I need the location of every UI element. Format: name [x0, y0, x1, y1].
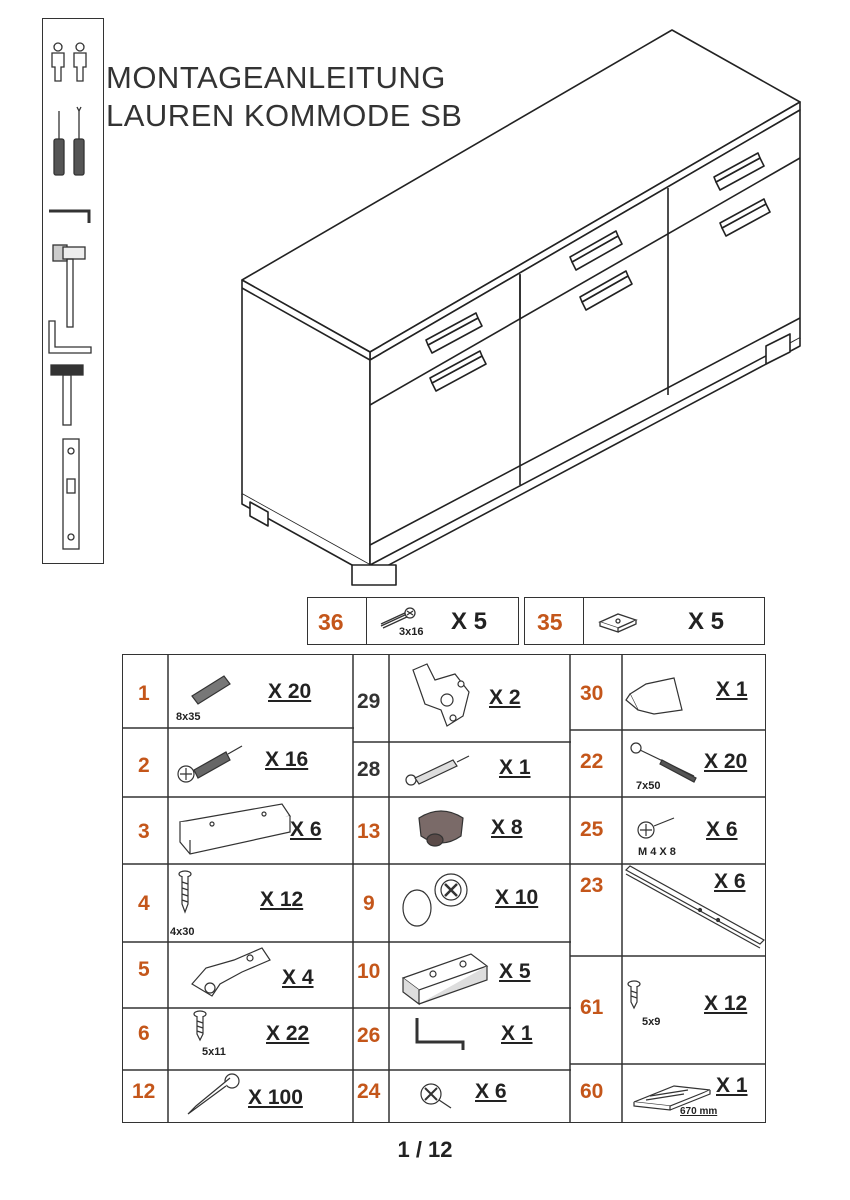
parts-column-2: 29 X 2 28 X 1 13 X 8 9 X 10 10 X 5 26 X … [353, 654, 571, 1123]
plate-icon [598, 613, 638, 633]
part-size: 3x16 [399, 626, 424, 638]
dowel-icon [191, 675, 231, 705]
part-36-number-cell: 36 [307, 597, 367, 645]
part-size: 5x11 [202, 1046, 226, 1058]
part-size: 4x30 [170, 926, 195, 938]
cam-lock-icon [402, 873, 468, 927]
part-number: 3 [138, 820, 150, 843]
part-quantity: X 16 [265, 748, 309, 771]
part-36-cell: 3x16 X 5 [366, 597, 519, 645]
parts-grid [122, 654, 766, 1123]
part-35-number-cell: 35 [524, 597, 584, 645]
column-1-grid-lines [122, 654, 354, 1123]
part-number: 26 [357, 1024, 381, 1047]
part-number: 28 [357, 758, 381, 781]
tool-strip [42, 18, 104, 564]
part-quantity: X 1 [716, 1074, 748, 1097]
part-number: 60 [580, 1080, 604, 1103]
part-size: 7x50 [636, 780, 661, 792]
two-persons-icon [51, 42, 87, 82]
part-quantity: X 5 [451, 608, 488, 635]
part-number: 22 [580, 750, 604, 773]
part-quantity: X 12 [704, 992, 748, 1015]
bolt-icon [630, 742, 697, 783]
part-quantity: X 1 [499, 756, 531, 779]
tools-illustration [48, 42, 92, 550]
part-quantity: X 20 [268, 680, 312, 703]
screw-icon [380, 607, 416, 629]
part-quantity: X 1 [501, 1022, 533, 1045]
title-line-1: MONTAGEANLEITUNG [106, 60, 446, 95]
part-number: 4 [138, 892, 150, 915]
part-size: 670 mm [680, 1106, 718, 1117]
part-quantity: X 10 [495, 886, 539, 909]
part-quantity: X 2 [489, 686, 521, 709]
connector-icon [405, 755, 470, 786]
part-quantity: X 12 [260, 888, 304, 911]
hinge-icon [191, 947, 271, 997]
label-icon [625, 677, 683, 715]
part-number: 25 [580, 818, 604, 841]
board-icon [633, 1085, 711, 1111]
part-quantity: X 5 [499, 960, 531, 983]
allen-key-icon [49, 209, 91, 223]
part-35-cell: X 5 [583, 597, 765, 645]
hammer-icon [52, 244, 86, 328]
screw-icon [193, 1010, 207, 1042]
part-number: 6 [138, 1022, 150, 1045]
parts-column-3: 30 X 1 22 X 20 7x50 25 X 6 M 4 X 8 23 X … [570, 654, 766, 1123]
square-icon [48, 320, 92, 354]
shelf-support-icon [418, 810, 464, 847]
part-number: 61 [580, 996, 604, 1019]
part-number: 30 [580, 682, 604, 705]
part-quantity: X 20 [704, 750, 748, 773]
mallet-icon [50, 364, 84, 426]
column-3-grid-lines [570, 654, 766, 1123]
screwdrivers-icon [53, 106, 85, 176]
part-quantity: X 1 [716, 678, 748, 701]
hinge-icon [412, 663, 470, 727]
part-number: 13 [357, 820, 381, 843]
cam-icon [420, 1083, 452, 1109]
cabinet-illustration [241, 29, 801, 586]
part-number: 29 [357, 690, 381, 713]
part-number: 35 [537, 609, 563, 635]
page-number: 1 / 12 [397, 1137, 453, 1162]
screw-icon [627, 980, 641, 1010]
cam-bolt-icon [177, 745, 243, 783]
handle-icon [179, 803, 291, 855]
screw-icon [637, 817, 675, 839]
block-icon [401, 953, 489, 1006]
part-quantity: X 4 [282, 966, 314, 989]
part-quantity: X 6 [714, 870, 746, 893]
level-icon [62, 438, 80, 550]
part-number: 2 [138, 754, 150, 777]
part-size: 8x35 [176, 711, 201, 723]
part-quantity: X 6 [290, 818, 322, 841]
part-number: 23 [580, 874, 604, 897]
rail-icon [625, 865, 765, 949]
part-size: M 4 X 8 [638, 846, 676, 858]
part-quantity: X 6 [475, 1080, 507, 1103]
part-number: 36 [318, 609, 344, 635]
screw-icon [178, 870, 192, 914]
part-number: 24 [357, 1080, 381, 1103]
part-quantity: X 5 [688, 608, 725, 635]
part-number: 10 [357, 960, 381, 983]
part-number: 12 [132, 1080, 156, 1103]
part-quantity: X 6 [706, 818, 738, 841]
part-quantity: X 22 [266, 1022, 310, 1045]
column-2-grid-lines [353, 654, 571, 1123]
allen-key-icon [415, 1018, 465, 1050]
part-size: 5x9 [642, 1016, 661, 1028]
parts-column-1: 1 X 20 8x35 2 X 16 3 X 6 4 X 12 4x30 5 X… [122, 654, 354, 1123]
title-line-2: LAUREN KOMMODE SB [106, 98, 463, 133]
part-number: 5 [138, 958, 150, 981]
part-quantity: X 8 [491, 816, 523, 839]
part-number: 9 [363, 892, 375, 915]
nail-icon [187, 1073, 240, 1115]
part-quantity: X 100 [248, 1086, 303, 1109]
part-number: 1 [138, 682, 150, 705]
